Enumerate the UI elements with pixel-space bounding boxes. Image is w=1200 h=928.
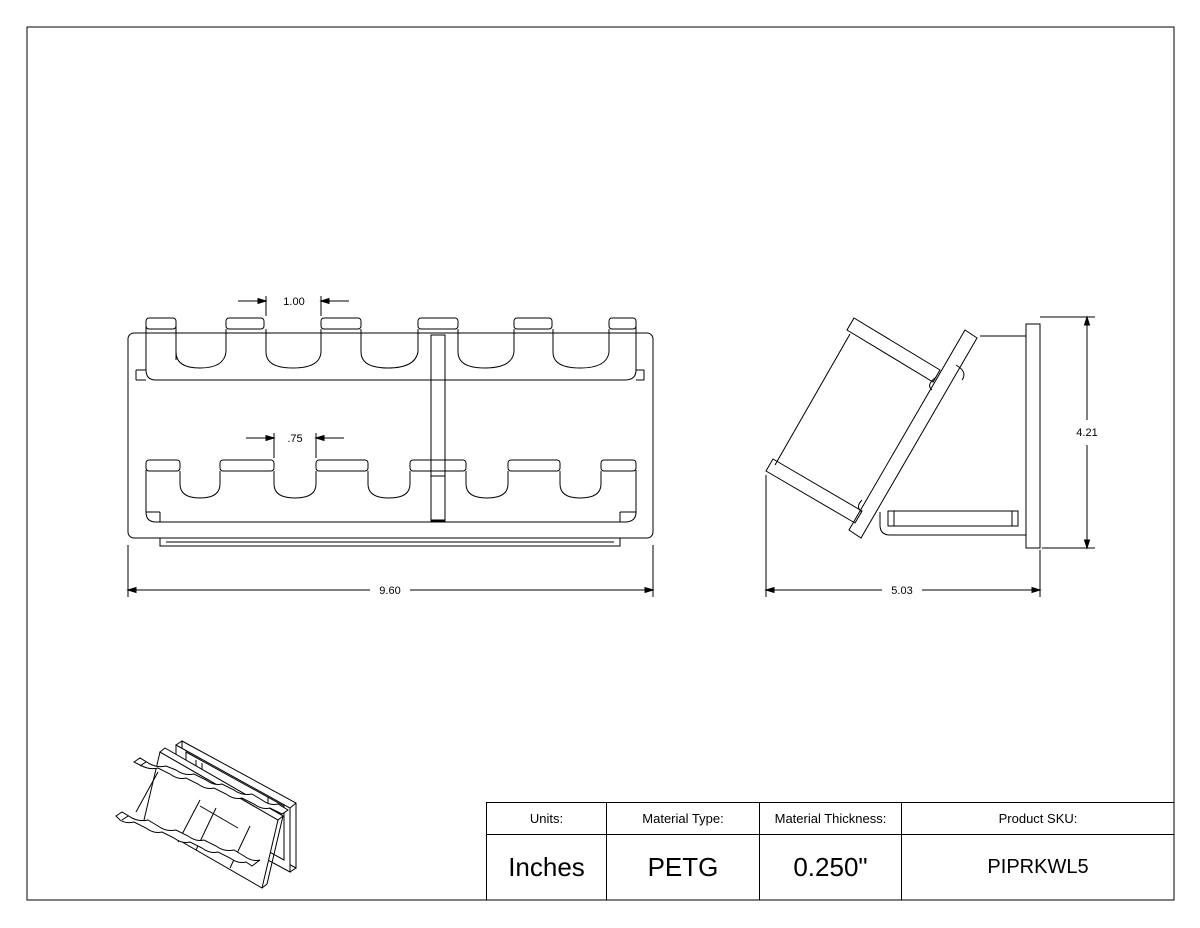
title-block: Units: Material Type: Material Thickness… bbox=[486, 802, 1174, 900]
dim-side-depth: 5.03 bbox=[891, 585, 912, 597]
sheet-border bbox=[26, 26, 1175, 901]
product-sku-header: Product SKU: bbox=[902, 803, 1174, 835]
dim-peg-spacing-top: 1.00 bbox=[283, 296, 304, 308]
material-thickness-value: 0.250" bbox=[760, 835, 902, 900]
material-type-value: PETG bbox=[607, 835, 760, 900]
dim-side-height: 4.21 bbox=[1076, 427, 1097, 439]
front-view: 1.00 .75 9.60 bbox=[126, 296, 655, 597]
top-shelf bbox=[145, 326, 637, 381]
front-center-divider bbox=[430, 334, 446, 522]
units-header: Units: bbox=[487, 803, 607, 835]
dim-overall-width: 9.60 bbox=[379, 585, 400, 597]
front-base-foot bbox=[159, 537, 621, 547]
side-main-panel bbox=[848, 329, 978, 539]
units-value: Inches bbox=[487, 835, 607, 900]
side-upper-arm bbox=[846, 317, 941, 383]
material-thickness-header: Material Thickness: bbox=[760, 803, 902, 835]
isometric-view bbox=[115, 740, 297, 889]
front-back-plate bbox=[127, 332, 654, 539]
side-wall-plate bbox=[1025, 323, 1041, 549]
bottom-shelf bbox=[145, 470, 637, 523]
dim-peg-spacing-bottom: .75 bbox=[287, 433, 302, 445]
side-view: 5.03 4.21 bbox=[764, 315, 1098, 597]
material-type-header: Material Type: bbox=[607, 803, 760, 835]
product-sku-value: PIPRKWL5 bbox=[987, 856, 1089, 878]
side-lower-arm bbox=[765, 458, 863, 524]
